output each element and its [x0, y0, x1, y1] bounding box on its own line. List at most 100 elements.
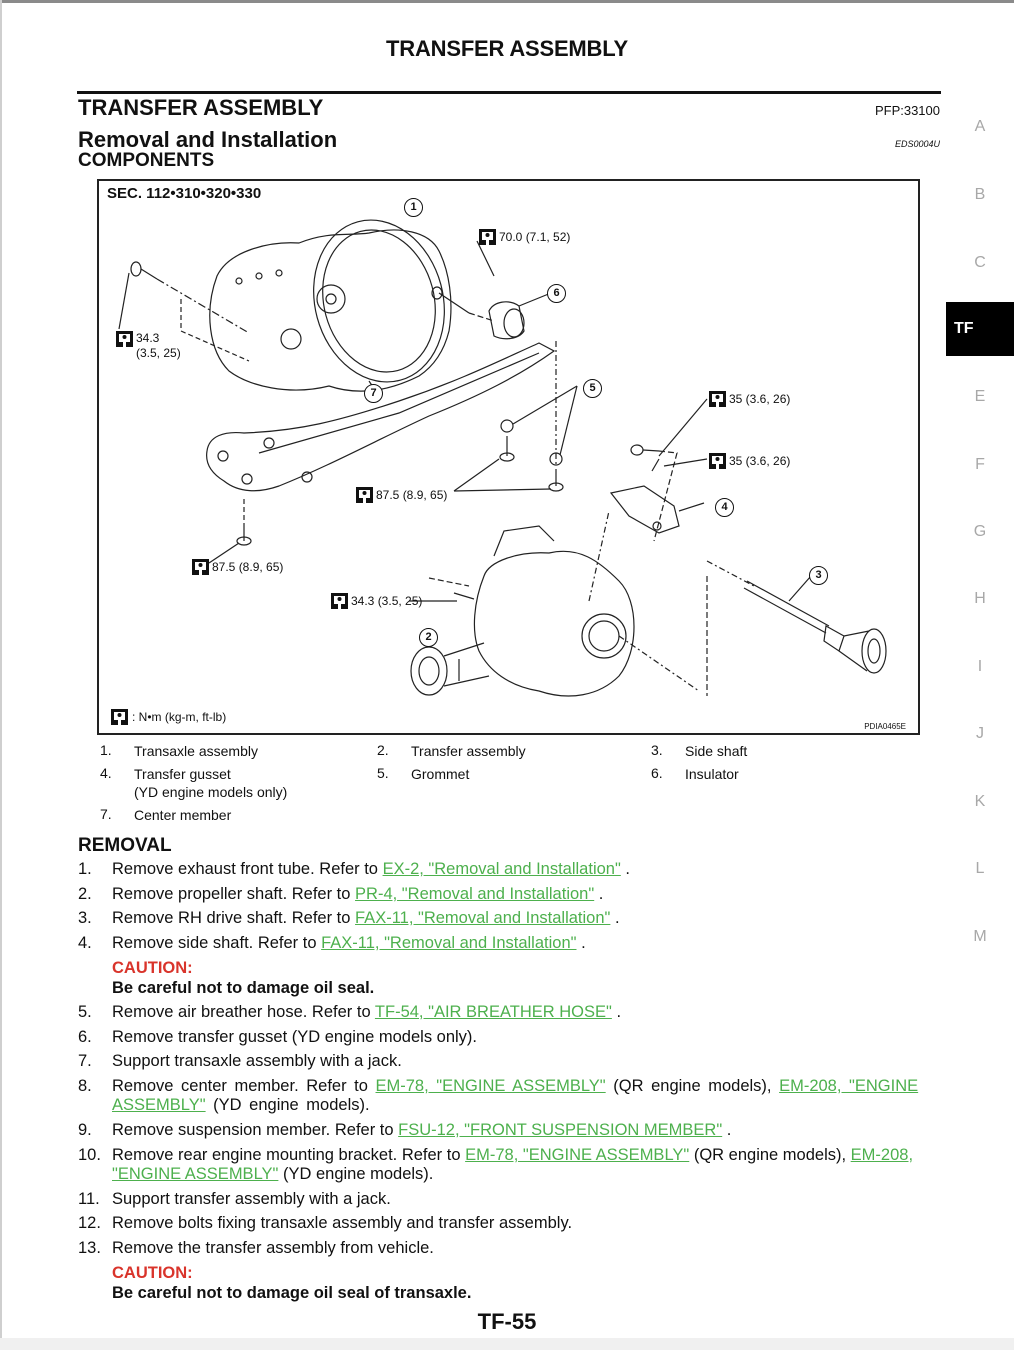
- step-number: 9.: [78, 1121, 92, 1139]
- step-number: 8.: [78, 1077, 92, 1095]
- step-number: 5.: [78, 1003, 92, 1021]
- torque-wrench-icon: [111, 709, 128, 725]
- step-text: .: [611, 1003, 622, 1021]
- tab-h[interactable]: H: [974, 590, 986, 607]
- section-title: TRANSFER ASSEMBLY: [78, 95, 324, 120]
- tab-f[interactable]: F: [975, 456, 985, 473]
- torque-wrench-icon: [709, 391, 726, 407]
- step-number: 10.: [78, 1146, 101, 1164]
- reference-link[interactable]: EM-78, "ENGINE ASSEMBLY": [375, 1077, 606, 1095]
- tab-e[interactable]: E: [974, 388, 986, 405]
- part-number: 5.: [377, 765, 389, 781]
- torque-value: 87.5 (8.9, 65): [212, 560, 284, 574]
- step-text: .: [594, 885, 604, 903]
- step-text: .: [620, 860, 630, 878]
- reference-link[interactable]: PR-4, "Removal and Installation": [355, 885, 595, 903]
- step-text: Remove transfer gusset (YD engine models…: [112, 1028, 477, 1046]
- part-number: 6.: [651, 765, 663, 781]
- torque-value: 34.3 (3.5, 25): [351, 594, 423, 608]
- tab-b[interactable]: B: [974, 186, 986, 203]
- part-name: Center member: [134, 807, 232, 823]
- running-header: TRANSFER ASSEMBLY: [386, 36, 628, 61]
- center-member-drawing: [206, 342, 556, 564]
- callout-5: 5: [583, 379, 602, 398]
- tab-m[interactable]: M: [973, 928, 987, 945]
- tab-g[interactable]: G: [973, 523, 987, 540]
- reference-link[interactable]: EM-208, "ENGINE ASSEMBLY": [112, 1077, 919, 1114]
- reference-link[interactable]: EM-208, "ENGINE ASSEMBLY": [112, 1146, 914, 1183]
- step-text: Remove suspension member. Refer to: [112, 1121, 399, 1139]
- step-text: Remove propeller shaft. Refer to: [112, 885, 356, 903]
- page-number: TF-55: [477, 1309, 537, 1334]
- subsection-title: Removal and Installation: [78, 127, 338, 152]
- caution-note-2: CAUTION: Be careful not to damage oil se…: [112, 1263, 471, 1303]
- step-text: Support transaxle assembly with a jack.: [112, 1052, 402, 1070]
- step-text: .: [576, 934, 586, 952]
- part-name: Grommet: [411, 766, 470, 782]
- tab-j[interactable]: J: [976, 725, 984, 742]
- torque-wrench-icon: [116, 331, 133, 347]
- torque-units-legend: : N•m (kg-m, ft-lb): [111, 709, 226, 725]
- torque-units-text: : N•m (kg-m, ft-lb): [132, 710, 227, 724]
- tab-i[interactable]: I: [977, 658, 983, 675]
- step-text: .: [610, 909, 620, 927]
- step-text: Remove exhaust front tube. Refer to: [112, 860, 383, 878]
- part-number: 3.: [651, 742, 663, 758]
- components-figure: SEC. 112•310•320•330 1 2 3 4 5 6 7 34.3(…: [97, 179, 920, 735]
- components-title: COMPONENTS: [78, 150, 215, 171]
- tab-k[interactable]: K: [974, 793, 986, 810]
- torque-value-units: (3.5, 25): [136, 346, 181, 360]
- transfer-assembly-drawing: [409, 510, 700, 697]
- tab-c[interactable]: C: [974, 254, 986, 271]
- insulator-drawing: [431, 240, 552, 340]
- step-number: 1.: [78, 860, 92, 878]
- torque-wrench-icon: [709, 453, 726, 469]
- tab-a[interactable]: A: [974, 118, 986, 135]
- caution-note-1: CAUTION: Be careful not to damage oil se…: [112, 958, 374, 998]
- caution-text: Be careful not to damage oil seal of tra…: [112, 1284, 472, 1302]
- torque-wrench-icon: [331, 593, 348, 609]
- part-name: Insulator: [685, 766, 739, 782]
- callout-7: 7: [364, 384, 383, 403]
- torque-value: 70.0 (7.1, 52): [499, 230, 571, 244]
- tab-l[interactable]: L: [975, 860, 985, 877]
- reference-link[interactable]: FSU-12, "FRONT SUSPENSION MEMBER": [398, 1121, 723, 1139]
- reference-link[interactable]: EM-78, "ENGINE ASSEMBLY": [465, 1146, 690, 1164]
- grommet-bolts-drawing: [453, 341, 578, 492]
- part-name: Transfer gusset: [134, 766, 231, 782]
- left-border: [0, 0, 2, 1350]
- page-bottom-edge: [0, 1338, 1014, 1350]
- torque-transaxle-bolt: 34.3(3.5, 25): [116, 331, 181, 361]
- figure-code: PDIA0465E: [864, 722, 906, 731]
- torque-value: 87.5 (8.9, 65): [376, 488, 448, 502]
- callout-4: 4: [715, 498, 734, 517]
- reference-link[interactable]: EX-2, "Removal and Installation": [382, 860, 621, 878]
- pfp-code: PFP:33100: [874, 103, 940, 118]
- part-number: 1.: [100, 742, 112, 758]
- part-number: 7.: [100, 806, 112, 822]
- step-number: 13.: [78, 1239, 101, 1257]
- eds-code: EDS0004U: [894, 139, 940, 149]
- callout-2: 2: [419, 628, 438, 647]
- torque-transfer-bolt: 34.3 (3.5, 25): [331, 593, 422, 609]
- step-number: 6.: [78, 1028, 92, 1046]
- step-text: (QR engine models),: [689, 1146, 851, 1164]
- step-text: Remove center member. Refer to: [112, 1077, 376, 1095]
- torque-wrench-icon: [192, 559, 209, 575]
- torque-gusset-bolt-b: 35 (3.6, 26): [709, 453, 790, 469]
- reference-link[interactable]: FAX-11, "Removal and Installation": [355, 909, 611, 927]
- torque-value: 35 (3.6, 26): [729, 392, 791, 406]
- step-number: 3.: [78, 909, 92, 927]
- step-text: Support transfer assembly with a jack.: [112, 1190, 391, 1208]
- step-text: (QR engine models),: [605, 1077, 780, 1095]
- step-number: 2.: [78, 885, 92, 903]
- part-name: Transaxle assembly: [134, 743, 258, 759]
- caution-text: Be careful not to damage oil seal.: [112, 979, 375, 997]
- tab-tf[interactable]: TF: [946, 302, 1014, 356]
- reference-link[interactable]: FAX-11, "Removal and Installation": [321, 934, 577, 952]
- torque-value: 35 (3.6, 26): [729, 454, 791, 468]
- reference-link[interactable]: TF-54, "AIR BREATHER HOSE": [374, 1003, 612, 1021]
- part-number: 2.: [377, 742, 389, 758]
- caution-label: CAUTION:: [112, 1264, 193, 1282]
- section-reference: SEC. 112•310•320•330: [107, 185, 262, 202]
